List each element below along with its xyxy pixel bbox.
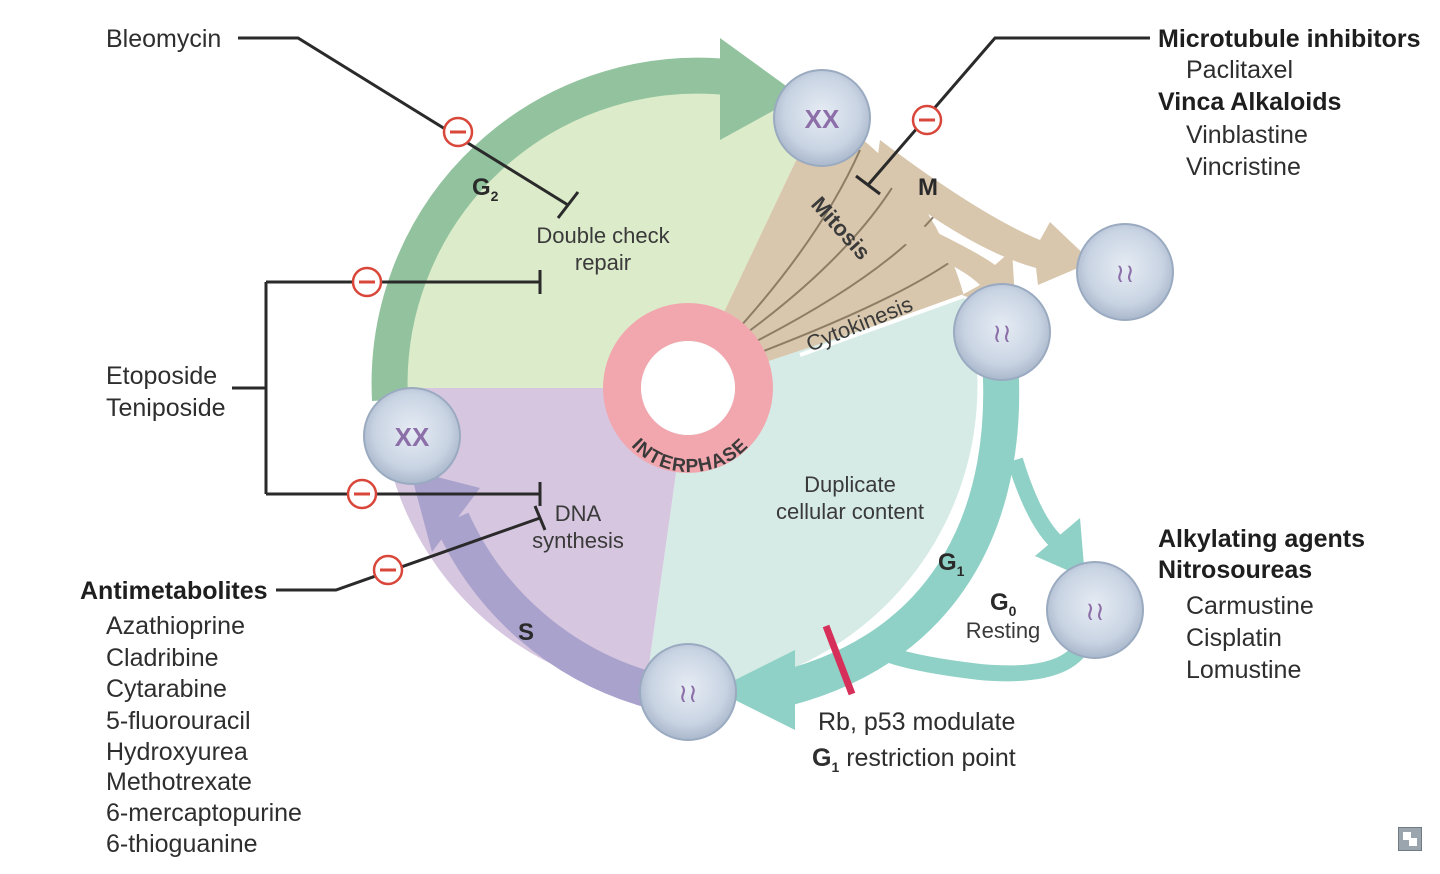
alkylating-item: Carmustine xyxy=(1186,592,1314,620)
rb-p53-label: Rb, p53 modulate xyxy=(818,708,1015,736)
g2-arrow-head xyxy=(720,38,800,140)
minus-circle-icon xyxy=(346,478,378,510)
vincristine-label: Vincristine xyxy=(1186,153,1301,181)
antimetabolite-item: 6-mercaptopurine xyxy=(106,799,302,827)
dna-label: DNA xyxy=(555,501,602,526)
m-arrow-upper xyxy=(875,140,1092,285)
svg-text:≀≀: ≀≀ xyxy=(678,678,698,708)
minus-circle-icon xyxy=(372,554,404,586)
g0-branch-return xyxy=(887,636,1093,682)
resting-label: Resting xyxy=(966,618,1041,643)
antimetabolites-header: Antimetabolites xyxy=(80,577,268,605)
antimetabolite-item: 6-thioguanine xyxy=(106,830,258,858)
expand-icon[interactable] xyxy=(1398,827,1422,851)
s-arrow-head xyxy=(410,470,480,552)
vinca-header: Vinca Alkaloids xyxy=(1158,88,1341,116)
synthesis-label: synthesis xyxy=(532,528,624,553)
etoposide-label: Etoposide xyxy=(106,362,217,390)
g2-phase-label: G2 xyxy=(472,174,499,204)
s-sector xyxy=(380,388,688,693)
svg-text:≀≀: ≀≀ xyxy=(992,318,1012,348)
g1-arrow-head xyxy=(715,650,795,730)
svg-text:≀≀: ≀≀ xyxy=(1085,596,1105,626)
alkylating-header: Alkylating agents xyxy=(1158,525,1365,553)
s-arrow xyxy=(435,512,655,708)
g2-arrow xyxy=(371,57,738,401)
alkylating-list: Carmustine Cisplatin Lomustine xyxy=(1186,592,1314,684)
m-phase-label: M xyxy=(918,174,938,201)
cell-daughter-lower: ≀≀ xyxy=(953,283,1051,381)
g0-phase-label: G0 xyxy=(990,589,1017,619)
svg-text:≀≀: ≀≀ xyxy=(1115,258,1135,288)
double-check-label: Double check xyxy=(536,223,670,248)
repair-label: repair xyxy=(575,250,631,275)
alkylating-item: Lomustine xyxy=(1186,656,1301,684)
restriction-point-label: G1 restriction point xyxy=(812,744,1016,775)
cell-g1-end: ≀≀ xyxy=(639,643,737,741)
etoposide-connector xyxy=(232,270,542,506)
cell-daughter-upper: ≀≀ xyxy=(1076,223,1174,321)
cell-g0: ≀≀ xyxy=(1046,561,1144,659)
s-phase-label: S xyxy=(518,619,534,646)
paclitaxel-label: Paclitaxel xyxy=(1186,56,1293,84)
g1-phase-label: G1 xyxy=(938,549,965,579)
g0-branch-out xyxy=(1007,457,1066,552)
minus-circle-icon xyxy=(351,266,383,298)
bleomycin-connector xyxy=(238,36,580,219)
antimetabolites-list: Azathioprine Cladribine Cytarabine 5-flu… xyxy=(106,612,302,858)
svg-text:XX: XX xyxy=(805,104,840,134)
duplicate-label: Duplicate xyxy=(804,472,896,497)
alkylating-item: Cisplatin xyxy=(1186,624,1282,652)
cell-s-end: XX xyxy=(363,387,461,485)
teniposide-label: Teniposide xyxy=(106,394,226,422)
g0-branch-head xyxy=(1035,518,1085,578)
nitrosoureas-header: Nitrosoureas xyxy=(1158,556,1312,584)
antimetabolite-item: Methotrexate xyxy=(106,768,252,796)
cell-g2-entry: XX xyxy=(773,69,871,167)
vinblastine-label: Vinblastine xyxy=(1186,121,1308,149)
antimetabolite-item: Cladribine xyxy=(106,644,219,672)
minus-circle-icon xyxy=(911,104,943,136)
interphase-center xyxy=(641,341,735,435)
antimetabolites-connector xyxy=(276,505,547,592)
microtubule-connector xyxy=(855,36,1150,196)
bleomycin-label: Bleomycin xyxy=(106,25,221,53)
svg-text:XX: XX xyxy=(395,422,430,452)
antimetabolite-item: Cytarabine xyxy=(106,675,227,703)
interphase-ring xyxy=(603,303,773,473)
antimetabolite-item: 5-fluorouracil xyxy=(106,707,251,735)
antimetabolite-item: Azathioprine xyxy=(106,612,245,640)
microtubule-header: Microtubule inhibitors xyxy=(1158,25,1421,53)
restriction-point-mark xyxy=(822,624,856,696)
cytokinesis-divider xyxy=(799,294,965,357)
minus-circle-icon xyxy=(442,116,474,148)
antimetabolite-item: Hydroxyurea xyxy=(106,738,248,766)
cellular-content-label: cellular content xyxy=(776,499,924,524)
